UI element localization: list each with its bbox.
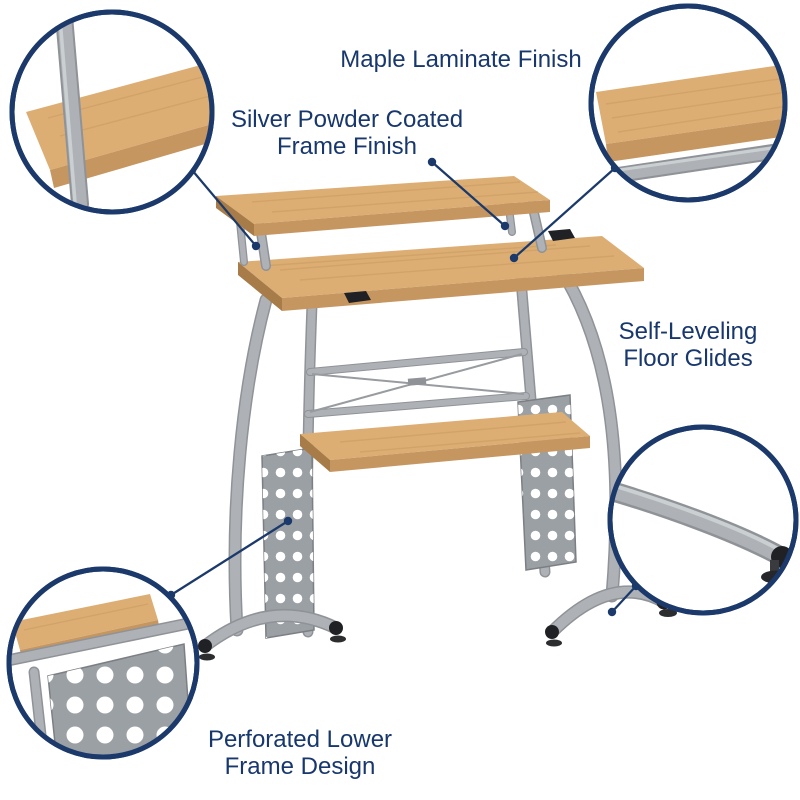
leader-dot — [283, 516, 293, 526]
callout-floor-glide-detail — [607, 424, 799, 616]
callout-top-shelf-corner-detail — [9, 9, 215, 215]
keyboard-shelf-top — [300, 412, 590, 460]
label-perforated-frame: Perforated Lower Frame Design — [192, 726, 408, 780]
cross-brace — [304, 348, 530, 418]
wire-turnbuckle — [407, 377, 427, 386]
desktop-mount-bracket — [344, 291, 371, 303]
foot-end-cap — [198, 639, 212, 653]
floor-glide — [330, 635, 346, 643]
keyboard-shelf-side-edge — [300, 434, 330, 472]
label-text: Maple Laminate Finish — [340, 46, 582, 73]
desktop-mount-bracket — [548, 229, 575, 241]
label-maple-laminate-finish: Maple Laminate Finish — [326, 46, 596, 73]
floor-glide — [199, 653, 215, 661]
desktop-front-edge — [282, 268, 644, 311]
maple-laminate-zoom — [593, 64, 783, 186]
left-perforated-panel — [261, 447, 315, 639]
foot-end-cap — [545, 625, 559, 639]
label-text: Frame Design — [224, 753, 376, 781]
leader-perforated-panel — [170, 520, 289, 596]
keyboard-shelf — [300, 412, 590, 472]
callout-perforated-panel-detail — [6, 566, 200, 760]
label-silver-frame-finish: Silver Powder Coated Frame Finish — [215, 106, 479, 160]
keyboard-shelf-front-edge — [330, 436, 590, 472]
label-floor-glides: Self-Leveling Floor Glides — [594, 318, 782, 372]
label-text: Floor Glides — [623, 345, 753, 373]
floor-glide — [659, 609, 677, 617]
top-shelf-front-edge — [254, 200, 550, 236]
raised-top-shelf — [216, 176, 550, 236]
label-text: Self-Leveling — [618, 318, 758, 345]
label-text: Silver Powder Coated — [230, 106, 464, 133]
leader-dot — [509, 253, 519, 263]
top-shelf-side-edge — [216, 196, 254, 236]
left-panel-holes — [262, 448, 314, 638]
zoom-glide-stem — [770, 560, 779, 572]
top-shelf-surface — [216, 176, 550, 224]
label-text: Perforated Lower — [207, 726, 393, 753]
leader-silver-frame — [431, 161, 506, 227]
leader-dot — [427, 157, 437, 167]
leader-floor-glide — [611, 585, 637, 613]
leader-top-shelf — [191, 169, 257, 247]
callout-maple-laminate-detail — [588, 3, 788, 203]
foot-end-cap — [329, 621, 343, 635]
leader-dot — [607, 607, 617, 617]
desktop-side-edge — [238, 262, 282, 311]
leader-maple-finish — [513, 167, 616, 259]
leader-dot — [500, 221, 510, 231]
label-text: Frame Finish — [276, 133, 418, 161]
desk-illustration — [198, 176, 677, 661]
floor-glide — [546, 639, 562, 647]
top-shelf-corner-zoom — [26, 14, 210, 210]
leader-dot — [251, 241, 261, 251]
